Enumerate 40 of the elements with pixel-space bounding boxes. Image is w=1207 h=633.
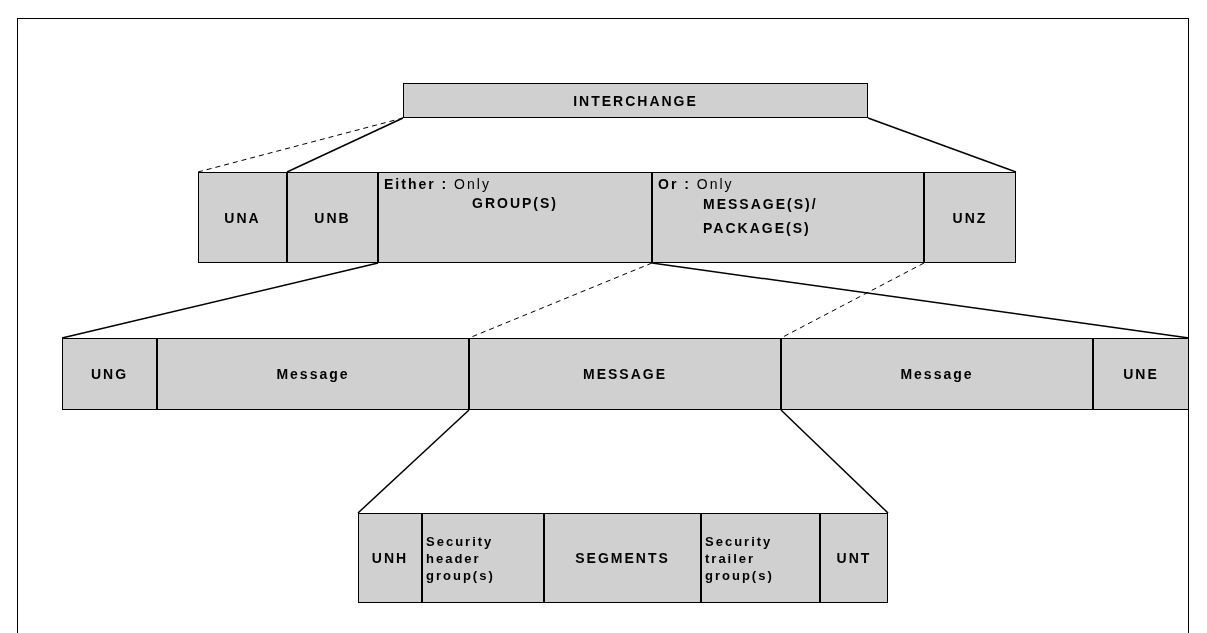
expansion-line bbox=[780, 409, 889, 514]
message-box bbox=[157, 338, 469, 410]
segment-box bbox=[358, 513, 422, 603]
option-label: Or : Only bbox=[658, 176, 734, 192]
box-label: UNA bbox=[224, 209, 261, 226]
box-label: Message bbox=[900, 366, 974, 382]
segment-box bbox=[287, 172, 378, 263]
security-header-box bbox=[422, 513, 544, 603]
box-label: Security header group(s) bbox=[426, 532, 496, 584]
security-trailer-box bbox=[701, 513, 820, 603]
segment-box bbox=[198, 172, 287, 263]
expansion-line bbox=[651, 262, 1190, 339]
box-label: UNE bbox=[1123, 366, 1159, 382]
interchange-box bbox=[403, 83, 868, 118]
segment-box bbox=[1093, 338, 1189, 410]
box-label: INTERCHANGE bbox=[573, 92, 698, 109]
message-box bbox=[781, 338, 1093, 410]
box-label: UNB bbox=[314, 209, 351, 226]
box-label: SEGMENTS bbox=[575, 550, 670, 566]
box-label: UNH bbox=[371, 550, 409, 566]
box-label: GROUP(S) bbox=[472, 194, 558, 213]
option-label: Either : Only bbox=[384, 176, 491, 192]
box-label: Message bbox=[276, 366, 350, 382]
message-option-box bbox=[652, 172, 924, 263]
segment-box bbox=[820, 513, 888, 603]
box-label: MESSAGE bbox=[583, 366, 667, 382]
message-box bbox=[469, 338, 781, 410]
group-option-box bbox=[378, 172, 652, 263]
expansion-line bbox=[357, 409, 470, 514]
box-label: Security trailer group(s) bbox=[705, 532, 775, 584]
segments-box bbox=[544, 513, 701, 603]
expansion-line bbox=[867, 117, 1017, 173]
box-label: UNZ bbox=[952, 209, 988, 226]
box-label: UNG bbox=[90, 366, 129, 382]
segment-box bbox=[924, 172, 1016, 263]
expansion-line bbox=[286, 117, 404, 173]
box-label: MESSAGE(S)/ PACKAGE(S) bbox=[702, 195, 819, 238]
box-label: UNT bbox=[836, 550, 872, 566]
segment-box bbox=[62, 338, 157, 410]
expansion-line bbox=[61, 262, 379, 339]
